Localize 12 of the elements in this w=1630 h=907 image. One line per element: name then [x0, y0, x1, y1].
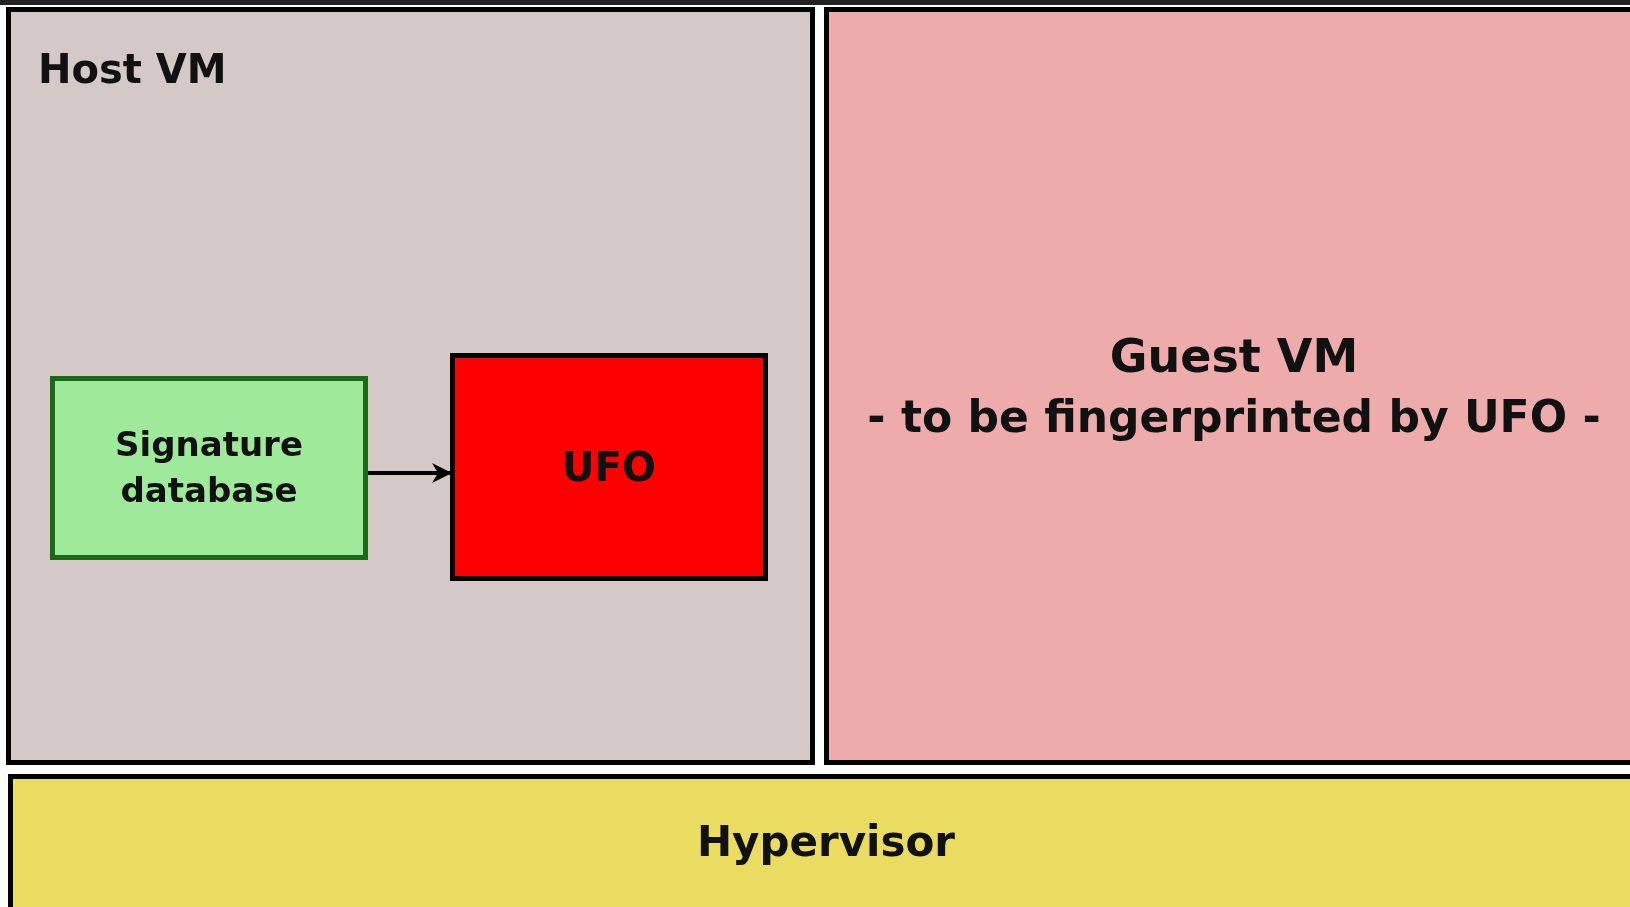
process-box — [450, 353, 768, 581]
hypervisor-band — [8, 774, 1630, 907]
node-label: Signature database — [114, 423, 304, 512]
panel-heading: Host VM — [38, 45, 227, 94]
process-box — [50, 376, 368, 560]
guest-vm-panel — [824, 7, 1630, 765]
panel-heading: Hypervisor — [696, 815, 956, 868]
panel-heading: Guest VM — [1109, 328, 1359, 386]
host-vm-panel — [6, 7, 815, 765]
panel-subtitle: - to be fingerprinted by UFO - — [867, 390, 1601, 445]
arrow — [368, 463, 452, 483]
node-label: UFO — [562, 443, 656, 492]
